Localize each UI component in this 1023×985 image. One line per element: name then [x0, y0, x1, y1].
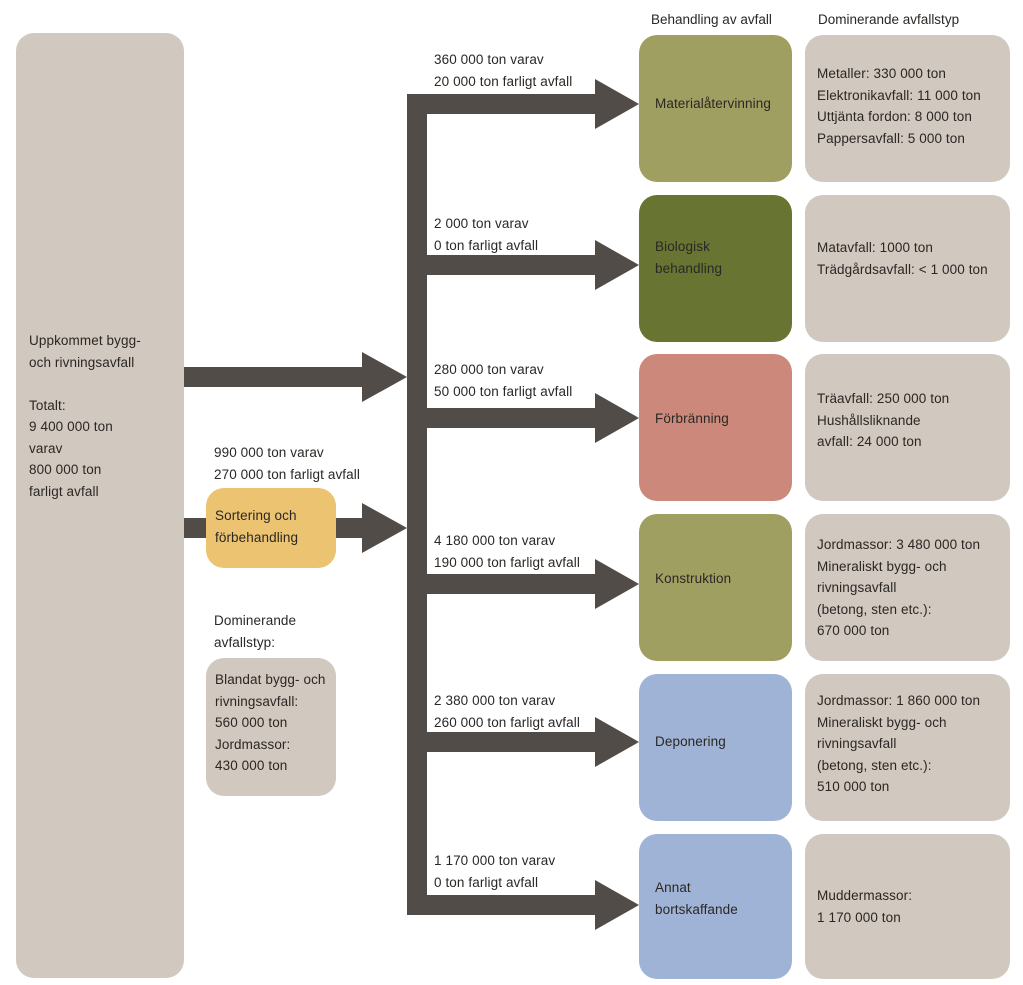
flow-line: 190 000 ton farligt avfall [434, 554, 580, 570]
treatment-box-deponering: Deponering [639, 674, 792, 821]
sorting-label-line: förbehandling [215, 529, 299, 545]
dominant-line: Mineraliskt bygg- och [817, 558, 947, 574]
dominant-line: avfall: 24 000 ton [817, 434, 922, 449]
sorting-dominant-line: 560 000 ton [215, 715, 288, 730]
arrow-sorting-to-trunk [334, 503, 407, 553]
arrow-to-materialatervinning [407, 79, 639, 129]
dominant-box-biologisk: Matavfall: 1000 ton Trädgårdsavfall: < 1… [805, 195, 1010, 342]
treatment-label: Förbränning [655, 411, 729, 426]
dominant-line: Matavfall: 1000 ton [817, 240, 933, 255]
sorting-label-line: Sortering och [215, 508, 297, 523]
source-line [29, 373, 141, 395]
sorting-dominant-title-line: Dominerande [214, 613, 297, 628]
dominant-box-deponering: Jordmassor: 1 860 000 ton Mineraliskt by… [805, 674, 1010, 821]
source-text: Uppkommet bygg- och rivningsavfall Total… [29, 330, 141, 502]
sorting-dominant-title-line: avfallstyp: [214, 634, 276, 650]
treatment-label: Materialåtervinning [655, 96, 771, 111]
dominant-box-materialatervinning: Metaller: 330 000 ton Elektronikavfall: … [805, 35, 1010, 182]
dominant-line: Hushållsliknande [817, 412, 921, 428]
source-line: Uppkommet bygg- [29, 333, 141, 348]
arrow-to-forbranning [407, 393, 639, 443]
source-line: 9 400 000 ton [29, 419, 113, 434]
dominant-line: Jordmassor: 3 480 000 ton [817, 537, 981, 552]
flow-line: 0 ton farligt avfall [434, 874, 539, 890]
sorting-flow-line: 990 000 ton varav [214, 445, 324, 460]
dominant-line: Jordmassor: 1 860 000 ton [817, 693, 981, 708]
treatment-box-konstruktion: Konstruktion [639, 514, 792, 661]
dominant-line: Muddermassor: [817, 888, 913, 903]
flow-line: 2 380 000 ton varav [434, 693, 556, 708]
dominant-line: 510 000 ton [817, 779, 890, 794]
flow-label-materialatervinning: 360 000 ton varav 20 000 ton farligt avf… [434, 49, 572, 92]
arrow-source-to-trunk [184, 352, 407, 402]
flow-line: 260 000 ton farligt avfall [434, 714, 580, 730]
arrow-to-annat [407, 880, 639, 930]
arrow-to-konstruktion [407, 559, 639, 609]
treatment-label: Biologisk [655, 239, 710, 254]
sorting-dominant-box: Blandat bygg- och rivningsavfall: 560 00… [206, 658, 336, 796]
source-line: 800 000 ton [29, 462, 102, 477]
sorting-dominant-line: Jordmassor: [215, 736, 291, 752]
arrow-source-to-sorting [184, 518, 208, 538]
source-line: varav [29, 440, 63, 456]
dominant-line: Elektronikavfall: 11 000 ton [817, 87, 981, 103]
dominant-line: Trädgårdsavfall: < 1 000 ton [817, 261, 988, 277]
sorting-dominant-title: Dominerande avfallstyp: [214, 610, 296, 653]
dominant-line: 1 170 000 ton [817, 909, 901, 925]
sorting-box: Sortering och förbehandling [206, 488, 336, 568]
flow-line: 0 ton farligt avfall [434, 237, 539, 253]
arrow-to-biologisk [407, 240, 639, 290]
dominant-line: rivningsavfall [817, 736, 897, 751]
arrow-to-deponering [407, 717, 639, 767]
treatment-box-biologisk: Biologisk behandling [639, 195, 792, 342]
waste-type-column-header: Dominerande avfallstyp [818, 12, 960, 27]
flow-label-annat: 1 170 000 ton varav 0 ton farligt avfall [434, 850, 555, 893]
dominant-box-annat: Muddermassor: 1 170 000 ton [805, 834, 1010, 979]
treatment-label: Konstruktion [655, 571, 732, 586]
dominant-line: Pappersavfall: 5 000 ton [817, 130, 965, 146]
treatment-label: Annat [655, 880, 691, 895]
dominant-line: 670 000 ton [817, 623, 890, 638]
dominant-line: rivningsavfall [817, 580, 897, 595]
sorting-flow-line: 270 000 ton farligt avfall [214, 466, 360, 482]
treatment-column-header: Behandling av avfall [651, 12, 772, 27]
dominant-line: Träavfall: 250 000 ton [817, 391, 950, 406]
flow-line: 4 180 000 ton varav [434, 533, 556, 548]
source-line: och rivningsavfall [29, 354, 135, 370]
flow-line: 20 000 ton farligt avfall [434, 73, 573, 89]
treatment-box-forbranning: Förbränning [639, 354, 792, 501]
flow-line: 2 000 ton varav [434, 216, 529, 231]
treatment-box-materialatervinning: Materialåtervinning [639, 35, 792, 182]
treatment-label: behandling [655, 260, 723, 276]
flow-line: 360 000 ton varav [434, 52, 544, 67]
treatment-box-annat: Annat bortskaffande [639, 834, 792, 979]
flow-label-biologisk: 2 000 ton varav 0 ton farligt avfall [434, 213, 538, 256]
dominant-line: Mineraliskt bygg- och [817, 714, 947, 730]
flow-label-konstruktion: 4 180 000 ton varav 190 000 ton farligt … [434, 530, 580, 573]
flow-line: 50 000 ton farligt avfall [434, 383, 573, 399]
source-line: Totalt: [29, 397, 66, 413]
dominant-box-konstruktion: Jordmassor: 3 480 000 ton Mineraliskt by… [805, 514, 1010, 661]
flow-label-forbranning: 280 000 ton varav 50 000 ton farligt avf… [434, 359, 572, 402]
sorting-dominant-line: rivningsavfall: [215, 693, 299, 709]
source-box: Uppkommet bygg- och rivningsavfall Total… [16, 33, 184, 978]
treatment-label: bortskaffande [655, 901, 738, 917]
dominant-line: Metaller: 330 000 ton [817, 66, 946, 81]
source-line: farligt avfall [29, 483, 99, 499]
treatment-label: Deponering [655, 734, 726, 749]
dominant-line: Uttjänta fordon: 8 000 ton [817, 109, 972, 124]
sorting-dominant-line: Blandat bygg- och [215, 672, 326, 687]
flow-label-deponering: 2 380 000 ton varav 260 000 ton farligt … [434, 690, 580, 733]
flow-line: 280 000 ton varav [434, 362, 544, 377]
flow-line: 1 170 000 ton varav [434, 853, 556, 868]
dominant-line: (betong, sten etc.): [817, 601, 932, 617]
flow-trunk [407, 96, 427, 914]
sorting-flow-text: 990 000 ton varav 270 000 ton farligt av… [214, 442, 360, 485]
dominant-box-forbranning: Träavfall: 250 000 ton Hushållsliknande … [805, 354, 1010, 501]
dominant-line: (betong, sten etc.): [817, 757, 932, 773]
sorting-dominant-line: 430 000 ton [215, 758, 288, 773]
